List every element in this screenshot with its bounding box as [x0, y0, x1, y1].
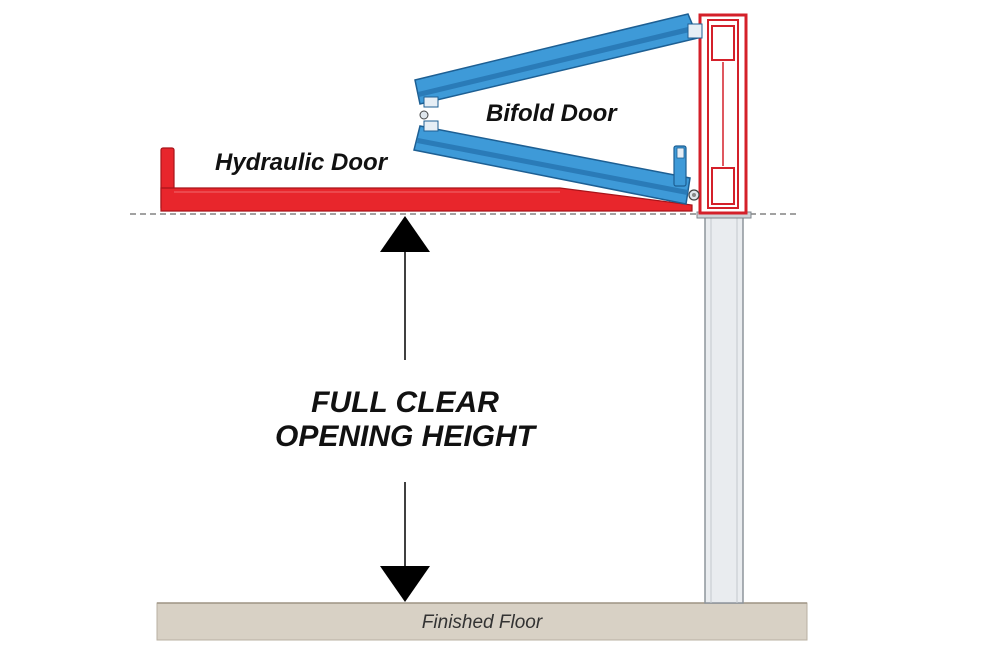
bifold-lower-leaf-flange: [417, 138, 688, 195]
hydraulic-door-panel: [160, 187, 693, 212]
frame-window-top: [711, 25, 735, 61]
bifold-door-label: Bifold Door: [486, 100, 618, 127]
clear-height-label-line2: OPENING HEIGHT: [275, 420, 538, 453]
bifold-top-bracket: [687, 23, 703, 39]
finished-floor-label: Finished Floor: [422, 612, 543, 633]
arrow-head-down: [380, 566, 430, 602]
bifold-hinge: [419, 110, 429, 120]
bifold-upper-bracket: [423, 96, 439, 108]
frame-window-bottom: [711, 167, 735, 205]
bifold-actuator-cap: [676, 147, 685, 159]
bifold-lower-bracket: [423, 120, 439, 132]
bottom-pivot-inner: [692, 193, 696, 197]
clear-height-label-line1: FULL CLEAR: [311, 386, 499, 419]
finished-floor-slab: [156, 602, 808, 641]
arrow-head-up: [380, 216, 430, 252]
hydraulic-door-label: Hydraulic Door: [215, 149, 389, 176]
bifold-upper-leaf-flange: [418, 26, 694, 97]
